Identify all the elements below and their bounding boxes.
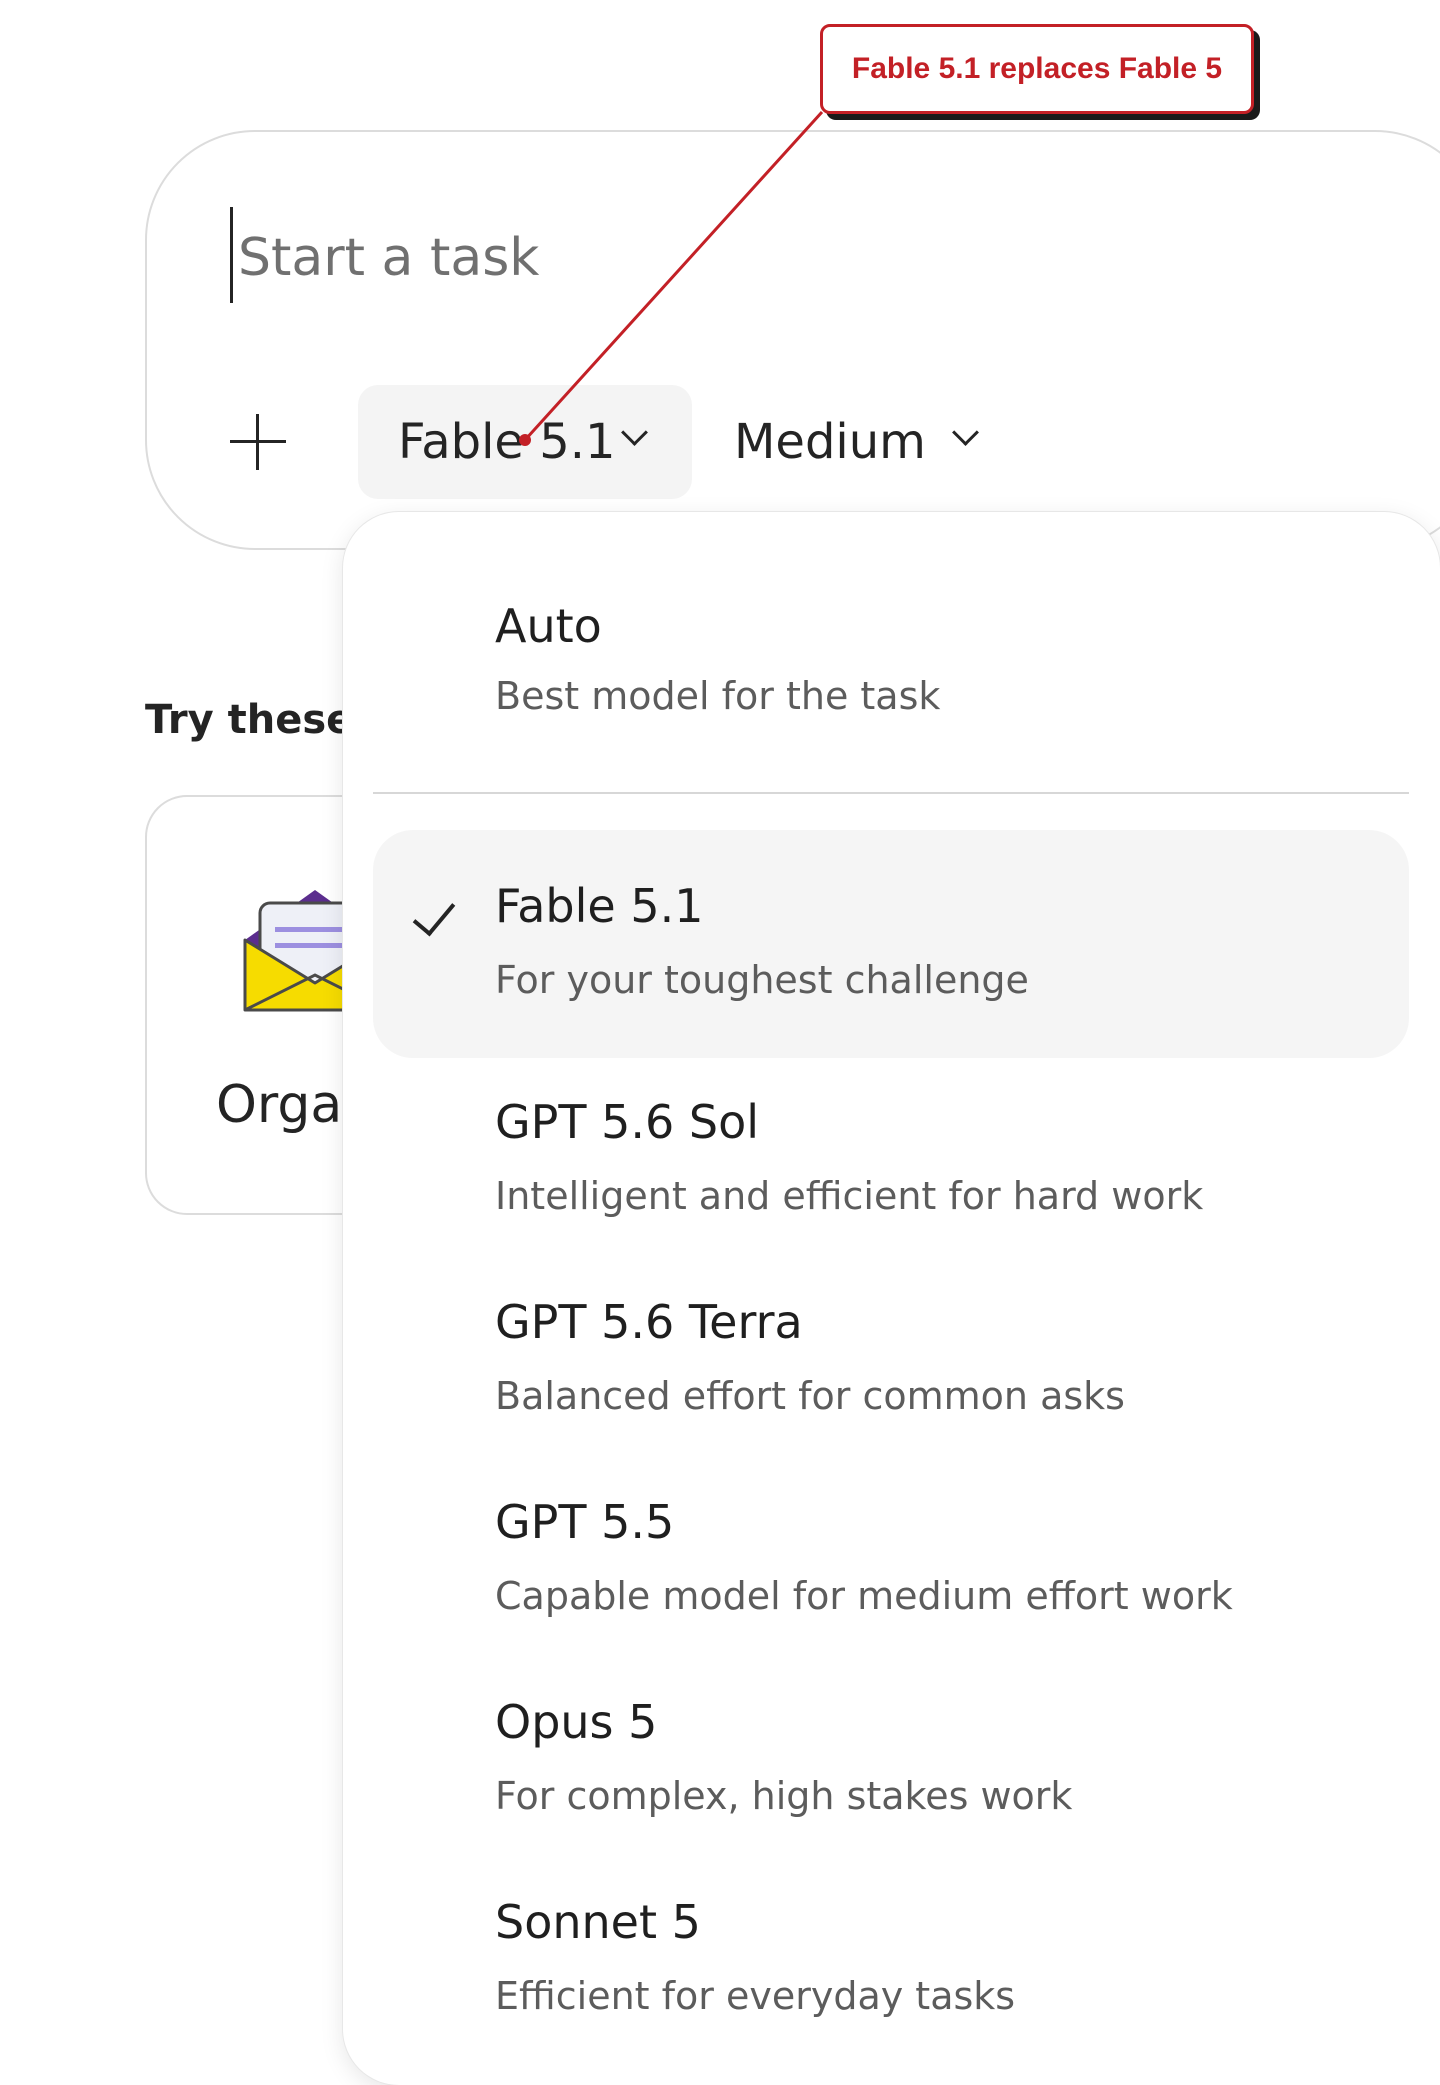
menu-item-title: Sonnet 5 [495, 1895, 701, 1949]
menu-item-description: Capable model for medium effort work [495, 1574, 1233, 1618]
add-button[interactable] [222, 406, 294, 478]
model-selector-label: Fable 5.1 [398, 414, 616, 470]
text-caret [230, 207, 233, 303]
chevron-down-icon [621, 419, 648, 446]
model-menu: Auto Best model for the task Fable 5.1 F… [343, 512, 1440, 2085]
model-selector-button[interactable]: Fable 5.1 [358, 385, 692, 499]
annotation-callout: Fable 5.1 replaces Fable 5 [820, 24, 1254, 114]
menu-item-title: GPT 5.5 [495, 1495, 675, 1549]
menu-item-title: Auto [495, 599, 602, 653]
menu-item-description: Best model for the task [495, 674, 941, 718]
menu-item-description: Efficient for everyday tasks [495, 1974, 1016, 2018]
checkmark-icon [412, 891, 456, 937]
suggestions-heading: Try these [145, 697, 354, 743]
menu-item-title: Fable 5.1 [495, 879, 704, 933]
menu-item-gpt-5-6-sol[interactable]: GPT 5.6 Sol Intelligent and efficient fo… [373, 1072, 1409, 1262]
chevron-down-icon [952, 419, 979, 446]
menu-item-description: Balanced effort for common asks [495, 1374, 1125, 1418]
menu-item-description: For your toughest challenge [495, 958, 1029, 1002]
menu-item-fable-5-1[interactable]: Fable 5.1 For your toughest challenge [373, 830, 1409, 1058]
task-input[interactable] [232, 212, 1038, 304]
annotation-text: Fable 5.1 replaces Fable 5 [851, 52, 1223, 85]
menu-item-description: Intelligent and efficient for hard work [495, 1174, 1204, 1218]
menu-item-gpt-5-6-terra[interactable]: GPT 5.6 Terra Balanced effort for common… [373, 1272, 1409, 1462]
effort-selector-button[interactable]: Medium [710, 385, 1010, 499]
menu-divider [373, 792, 1409, 794]
menu-item-gpt-5-5[interactable]: GPT 5.5 Capable model for medium effort … [373, 1472, 1409, 1662]
suggestion-card-label: Orga [216, 1075, 343, 1135]
menu-item-auto[interactable]: Auto Best model for the task [373, 562, 1409, 762]
menu-item-title: Opus 5 [495, 1695, 658, 1749]
effort-selector-label: Medium [734, 414, 926, 470]
menu-item-opus-5[interactable]: Opus 5 For complex, high stakes work [373, 1672, 1409, 1862]
menu-item-title: GPT 5.6 Terra [495, 1295, 803, 1349]
menu-item-sonnet-5[interactable]: Sonnet 5 Efficient for everyday tasks [373, 1872, 1409, 2062]
menu-item-description: For complex, high stakes work [495, 1774, 1073, 1818]
menu-item-title: GPT 5.6 Sol [495, 1095, 760, 1149]
